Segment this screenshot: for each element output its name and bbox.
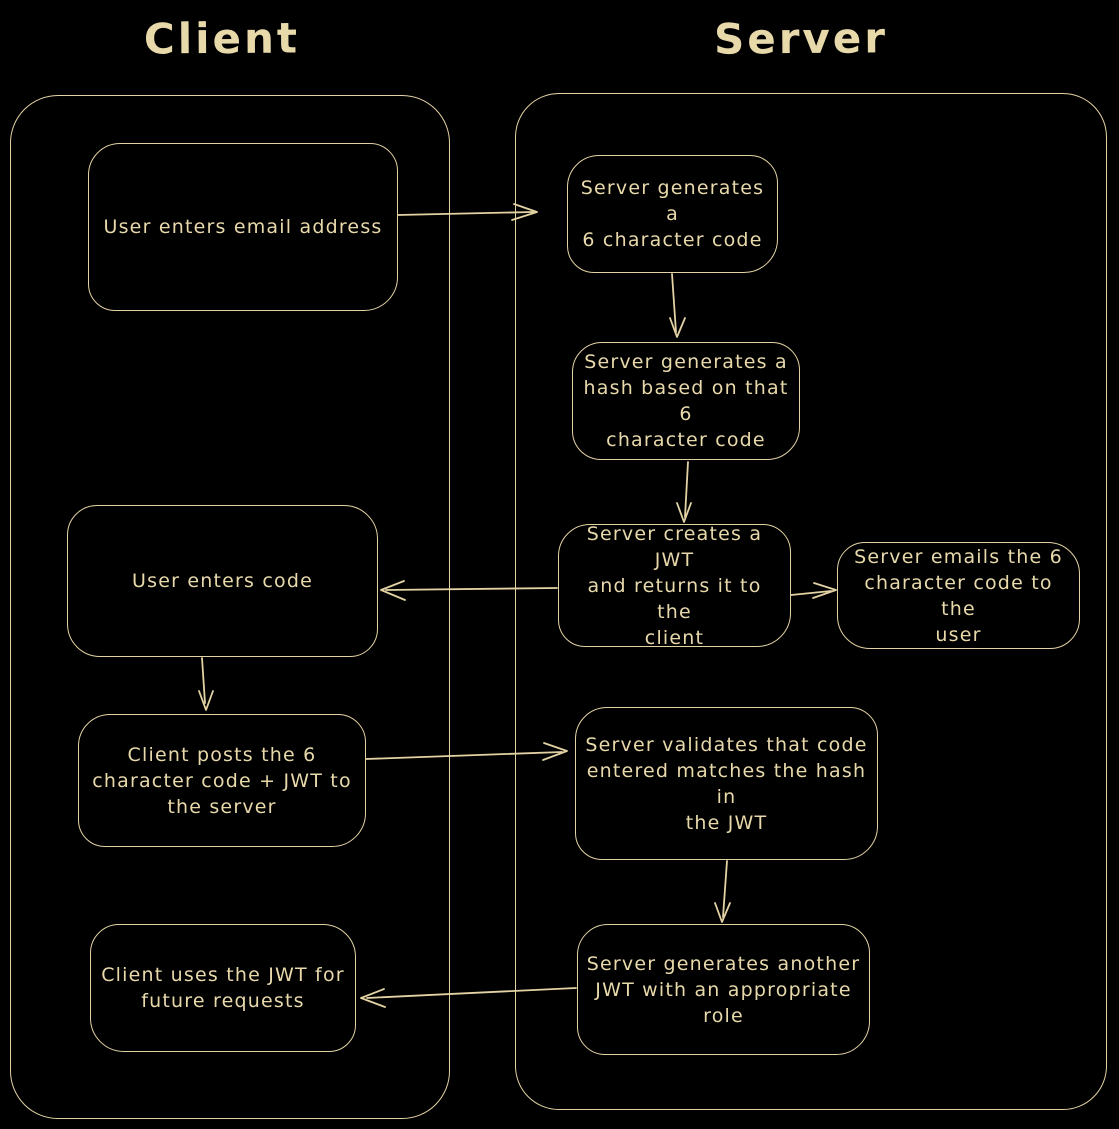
node-server-generates-role-jwt[interactable]: Server generates another JWT with an app… xyxy=(577,924,870,1055)
client-lane-title: Client xyxy=(143,13,301,64)
node-server-emails-code[interactable]: Server emails the 6 character code to th… xyxy=(837,542,1080,649)
client-lane-container xyxy=(10,95,450,1119)
node-user-enters-email[interactable]: User enters email address xyxy=(88,143,398,311)
node-server-creates-jwt[interactable]: Server creates a JWT and returns it to t… xyxy=(558,523,791,649)
node-client-uses-jwt[interactable]: Client uses the JWT for future requests xyxy=(90,924,356,1052)
server-lane-title: Server xyxy=(713,13,889,64)
node-server-generates-hash[interactable]: Server generates a hash based on that 6 … xyxy=(572,342,800,460)
server-lane-container xyxy=(515,93,1107,1110)
node-client-posts-code[interactable]: Client posts the 6 character code + JWT … xyxy=(78,714,366,847)
node-server-validates-code[interactable]: Server validates that code entered match… xyxy=(575,707,878,860)
node-user-enters-code[interactable]: User enters code xyxy=(67,505,378,657)
node-server-generates-code[interactable]: Server generates a 6 character code xyxy=(567,155,778,273)
